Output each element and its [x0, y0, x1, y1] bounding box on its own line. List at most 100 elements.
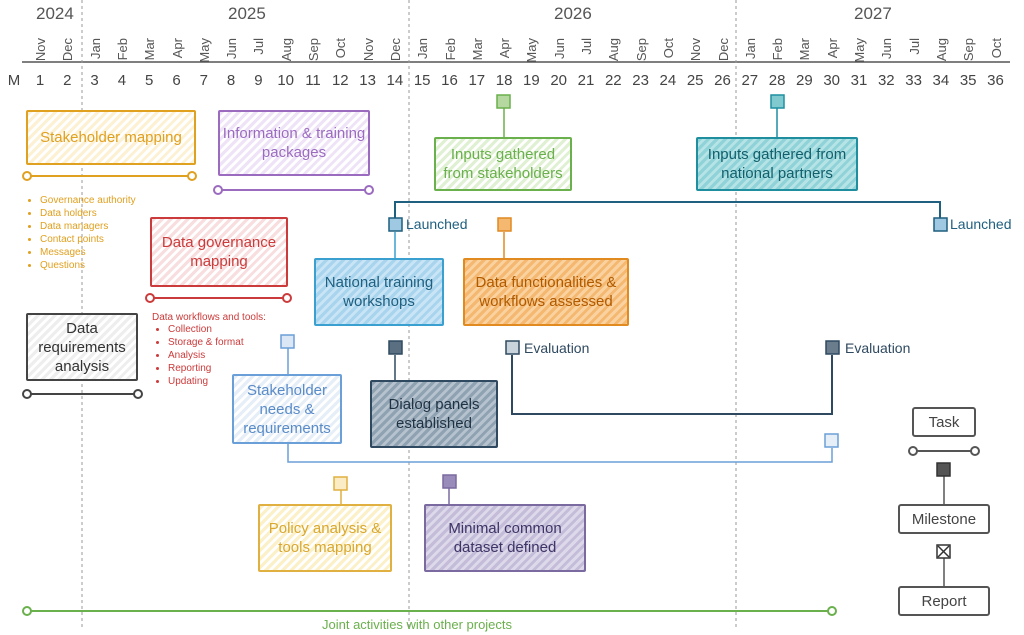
month-number: 24 — [659, 72, 677, 89]
information-packages-bar-end — [364, 185, 374, 195]
task-dialog-panels[interactable]: Dialog panels established — [370, 380, 498, 448]
workflows-list-item: Reporting — [168, 362, 244, 375]
month-number: 13 — [359, 72, 376, 89]
workflows-list-item: Storage & format — [168, 336, 244, 349]
month-number: 26 — [714, 72, 731, 89]
evaluation-1-milestone — [505, 340, 520, 355]
month-number: 27 — [741, 72, 759, 89]
month-number: 23 — [632, 72, 649, 89]
stakeholder-list-item: Contact points — [40, 233, 136, 246]
month-number: 20 — [550, 72, 568, 89]
month-number: 32 — [877, 72, 895, 89]
data-governance-bar-end — [282, 293, 292, 303]
month-number: 10 — [277, 72, 295, 89]
year-2027: 2027 — [854, 4, 892, 23]
joint-activities-bar-end — [827, 606, 837, 616]
legend-task-bar-start — [908, 446, 918, 456]
stakeholder-list: Governance authority Data holders Data m… — [24, 194, 136, 272]
stakeholder-needs-bracket — [287, 444, 833, 463]
data-functionalities-milestone — [497, 217, 512, 232]
milestone-launched-1: Launched — [406, 216, 468, 232]
stakeholder-needs-milestone — [280, 334, 295, 349]
month-number: 31 — [850, 72, 868, 89]
legend-report-cross-b — [937, 545, 950, 558]
stakeholder-list-item: Data managers — [40, 220, 136, 233]
joint-activities-label: Joint activities with other projects — [322, 617, 513, 632]
evaluation-bracket — [511, 355, 833, 415]
data-governance-bar-start — [145, 293, 155, 303]
stakeholder-list-item: Data holders — [40, 207, 136, 220]
year-2026: 2026 — [554, 4, 592, 23]
month-number: 21 — [577, 72, 595, 89]
stakeholder-list-item: Questions — [40, 259, 136, 272]
stakeholder-list-item: Governance authority — [40, 194, 136, 207]
workflows-list-item: Collection — [168, 323, 244, 336]
legend-report: Report — [898, 586, 990, 616]
launched-1-milestone — [388, 217, 403, 232]
task-data-functionalities[interactable]: Data functionalities & workflows assesse… — [463, 258, 629, 326]
policy-analysis-milestone — [333, 476, 348, 491]
information-packages-bar-start — [213, 185, 223, 195]
month-number: 6 — [172, 72, 181, 89]
task-policy-analysis[interactable]: Policy analysis & tools mapping — [258, 504, 392, 572]
workflows-list-item: Analysis — [168, 349, 244, 362]
month-number: 1 — [35, 72, 45, 89]
workflows-list-item: Updating — [168, 375, 244, 388]
month-number: 33 — [905, 72, 922, 89]
stakeholder-list-item: Messages — [40, 246, 136, 259]
task-inputs-stakeholders[interactable]: Inputs gathered from stakeholders — [434, 137, 572, 191]
stakeholder-mapping-bar-start — [22, 171, 32, 181]
stakeholder-mapping-bar-end — [187, 171, 197, 181]
legend-milestone: Milestone — [898, 504, 990, 534]
month-number: 29 — [796, 72, 813, 89]
month-number: 30 — [823, 72, 841, 89]
month-number: 16 — [441, 72, 458, 89]
task-information-packages[interactable]: Information & training packages — [218, 110, 370, 176]
month-number: 17 — [468, 72, 486, 89]
joint-activities-bar-start — [22, 606, 32, 616]
workflows-title: Data workflows and tools: — [152, 312, 266, 323]
month-number: 25 — [686, 72, 704, 89]
month-number: 9 — [254, 72, 263, 89]
minimal-dataset-milestone — [442, 474, 457, 489]
inputs-partners-milestone — [770, 94, 785, 109]
evaluation-2-milestone — [825, 340, 840, 355]
month-number: 5 — [145, 72, 154, 89]
month-number: 19 — [523, 72, 540, 89]
data-requirements-bar-start — [22, 389, 32, 399]
m-axis-label: M — [7, 72, 21, 89]
month-number: 18 — [495, 72, 513, 89]
month-number: 8 — [226, 72, 236, 89]
month-number: 2 — [63, 72, 72, 89]
month-number: 15 — [413, 72, 431, 89]
legend-milestone-marker — [936, 462, 951, 477]
year-2025: 2025 — [228, 4, 266, 23]
milestone-launched-2: Launched — [950, 216, 1012, 232]
launched-bracket — [394, 201, 941, 222]
data-requirements-bar-end — [133, 389, 143, 399]
month-number: 4 — [117, 72, 127, 89]
month-number: 28 — [768, 72, 786, 89]
month-number: 36 — [987, 72, 1004, 89]
task-data-requirements[interactable]: Data requirements analysis — [26, 313, 138, 381]
milestone-evaluation-2: Evaluation — [845, 340, 911, 356]
task-national-workshops[interactable]: National training workshops — [314, 258, 444, 326]
task-stakeholder-mapping[interactable]: Stakeholder mapping — [26, 110, 196, 165]
legend-task-bar-end — [970, 446, 980, 456]
month-number: 3 — [90, 72, 99, 89]
launched-2-milestone — [933, 217, 948, 232]
month-number: 34 — [932, 72, 950, 89]
inputs-stakeholders-milestone — [496, 94, 511, 109]
month-number: 35 — [959, 72, 977, 89]
year-2024: 2024 — [36, 4, 74, 23]
month-number: 22 — [604, 72, 622, 89]
task-data-governance[interactable]: Data governance mapping — [150, 217, 288, 287]
task-minimal-dataset[interactable]: Minimal common dataset defined — [424, 504, 586, 572]
legend-task: Task — [912, 407, 976, 437]
task-inputs-partners[interactable]: Inputs gathered from national partners — [696, 137, 858, 191]
task-stakeholder-needs[interactable]: Stakeholder needs & requirements — [232, 374, 342, 444]
stakeholder-needs-end-milestone — [824, 433, 839, 448]
month-number: 14 — [386, 72, 404, 89]
